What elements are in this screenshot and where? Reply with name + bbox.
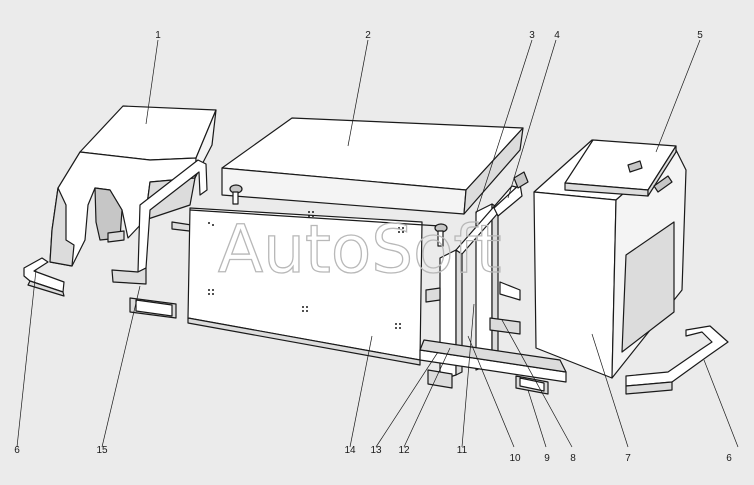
callout-labels: 1 2 3 4 5 6 15 14 13 12 11 10 9 8 7 6 xyxy=(14,30,732,464)
callout-13: 13 xyxy=(370,445,382,456)
part-6-right-foot-bar xyxy=(625,325,729,395)
part-5-box-lid xyxy=(564,139,677,197)
part-2-center-top-cover xyxy=(221,117,524,215)
callout-11: 11 xyxy=(457,445,468,456)
callout-3: 3 xyxy=(529,30,535,41)
callout-14: 14 xyxy=(344,445,356,456)
left-bottom-bracket xyxy=(129,297,177,319)
callout-4: 4 xyxy=(554,30,560,41)
callout-2: 2 xyxy=(365,30,371,41)
callout-8: 8 xyxy=(570,453,576,464)
callout-12: 12 xyxy=(398,445,410,456)
hinge-knob-right xyxy=(434,223,448,247)
hinge-knob-left xyxy=(229,184,243,205)
callout-10: 10 xyxy=(509,453,521,464)
leader-lines xyxy=(16,39,739,448)
callout-7: 7 xyxy=(625,453,631,464)
callout-5: 5 xyxy=(697,30,703,41)
callout-9: 9 xyxy=(544,453,550,464)
part-14-front-panel xyxy=(187,207,441,366)
callout-15: 15 xyxy=(96,445,108,456)
part-6-left-foot-bar xyxy=(23,257,65,297)
callout-1: 1 xyxy=(155,30,161,41)
part-center-frame xyxy=(419,171,567,395)
callout-6-left: 6 xyxy=(14,445,20,456)
callout-6-right: 6 xyxy=(726,453,732,464)
panel-fastener-dots xyxy=(208,211,404,329)
watermark-text: AutoSoft xyxy=(218,211,501,288)
